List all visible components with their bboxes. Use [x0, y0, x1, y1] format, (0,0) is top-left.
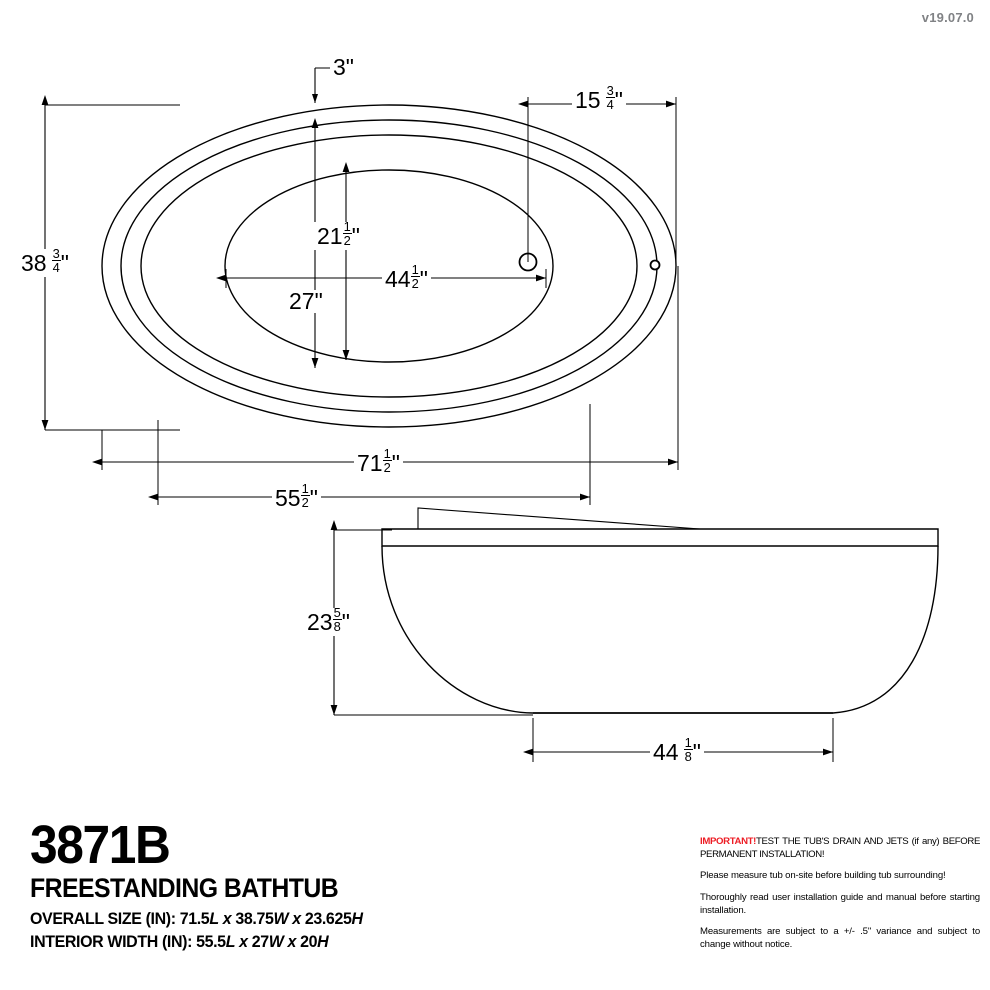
model-number: 3871B [30, 815, 171, 875]
overall-size-label: OVERALL SIZE (IN): [30, 909, 176, 929]
overall-size-value-3: 23.625 [304, 909, 352, 929]
product-type: FREESTANDING BATHTUB [30, 873, 339, 903]
interior-width-label: INTERIOR WIDTH (IN): [30, 932, 193, 952]
overall-size-dim-3: H [351, 909, 363, 929]
overall-size-value-1: 71.5 [179, 909, 210, 929]
interior-width-spec: INTERIOR WIDTH (IN): 55.5L x 27W x 20H [30, 931, 632, 954]
interior-dim-1: L [225, 932, 236, 952]
dim-label-interior-depth-outer: 27" [286, 290, 326, 313]
overall-size-value-2: 38.75 [235, 909, 274, 929]
overall-size-x1: x [222, 909, 232, 929]
note-variance: Measurements are subject to a +/- .5" va… [700, 926, 980, 950]
overall-size-dim-1: L [209, 909, 219, 929]
note-measure: Please measure tub on-site before buildi… [700, 870, 946, 882]
plan-view-dimension-lines [41, 67, 679, 505]
elevation-view-dimension-lines [330, 520, 834, 762]
installation-notes: IMPORTANT!TEST THE TUB'S DRAIN AND JETS … [700, 836, 980, 952]
title-block: 3871B FREESTANDING BATHTUB OVERALL SIZE … [30, 818, 670, 954]
overall-size-spec: OVERALL SIZE (IN): 71.5L x 38.75W x 23.6… [30, 908, 632, 931]
interior-dim-3: H [317, 932, 329, 952]
overall-size-dim-2: W [273, 909, 289, 929]
overall-size-x2: x [292, 909, 301, 929]
interior-value-1: 55.5 [196, 932, 226, 952]
interior-x2: x [287, 932, 297, 952]
overflow-hole [649, 259, 661, 271]
note-important: IMPORTANT!TEST THE TUB'S DRAIN AND JETS … [700, 836, 980, 861]
interior-dim-2: W [268, 932, 284, 952]
interior-value-3: 20 [300, 932, 318, 952]
important-text: TEST THE TUB'S DRAIN AND JETS (if any) B… [700, 836, 980, 860]
interior-value-2: 27 [251, 932, 269, 952]
interior-x1: x [239, 932, 248, 952]
elevation-view-outlines [381, 507, 939, 714]
dim-label-top-rim-width: 3" [330, 56, 357, 79]
note-read-guide: Thoroughly read user installation guide … [700, 891, 980, 916]
version-label: v19.07.0 [921, 10, 974, 25]
important-tag: IMPORTANT! [700, 836, 757, 847]
